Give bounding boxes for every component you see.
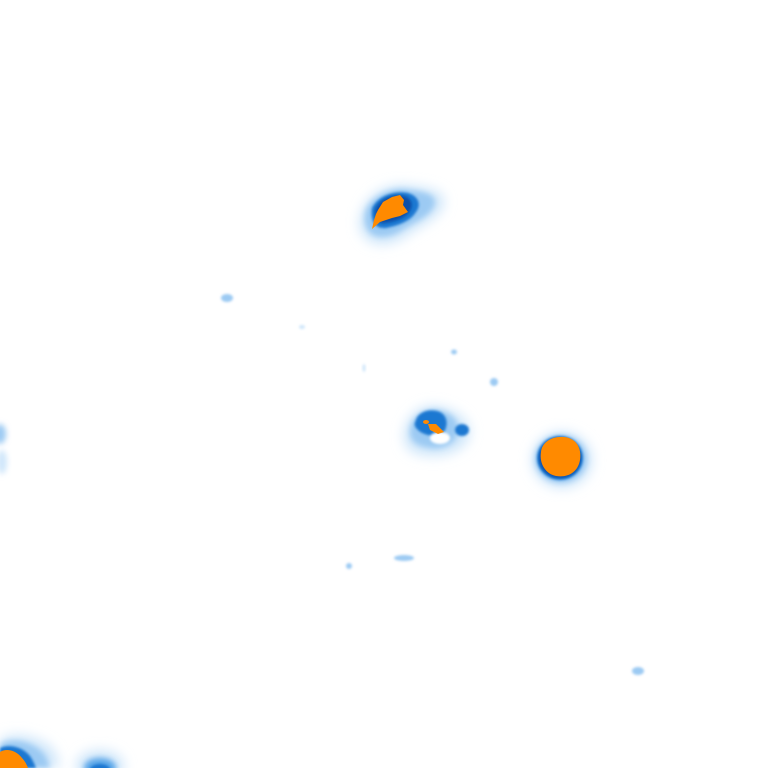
precip-cell-center (403, 405, 470, 456)
precip-cell-east (532, 432, 592, 488)
precip-cell-north (359, 185, 445, 245)
precip-cell-south-edge (76, 750, 124, 768)
precip-cell-southwest (0, 735, 60, 768)
precip-cell-west-edge (0, 424, 7, 474)
precip-specks (221, 294, 644, 675)
